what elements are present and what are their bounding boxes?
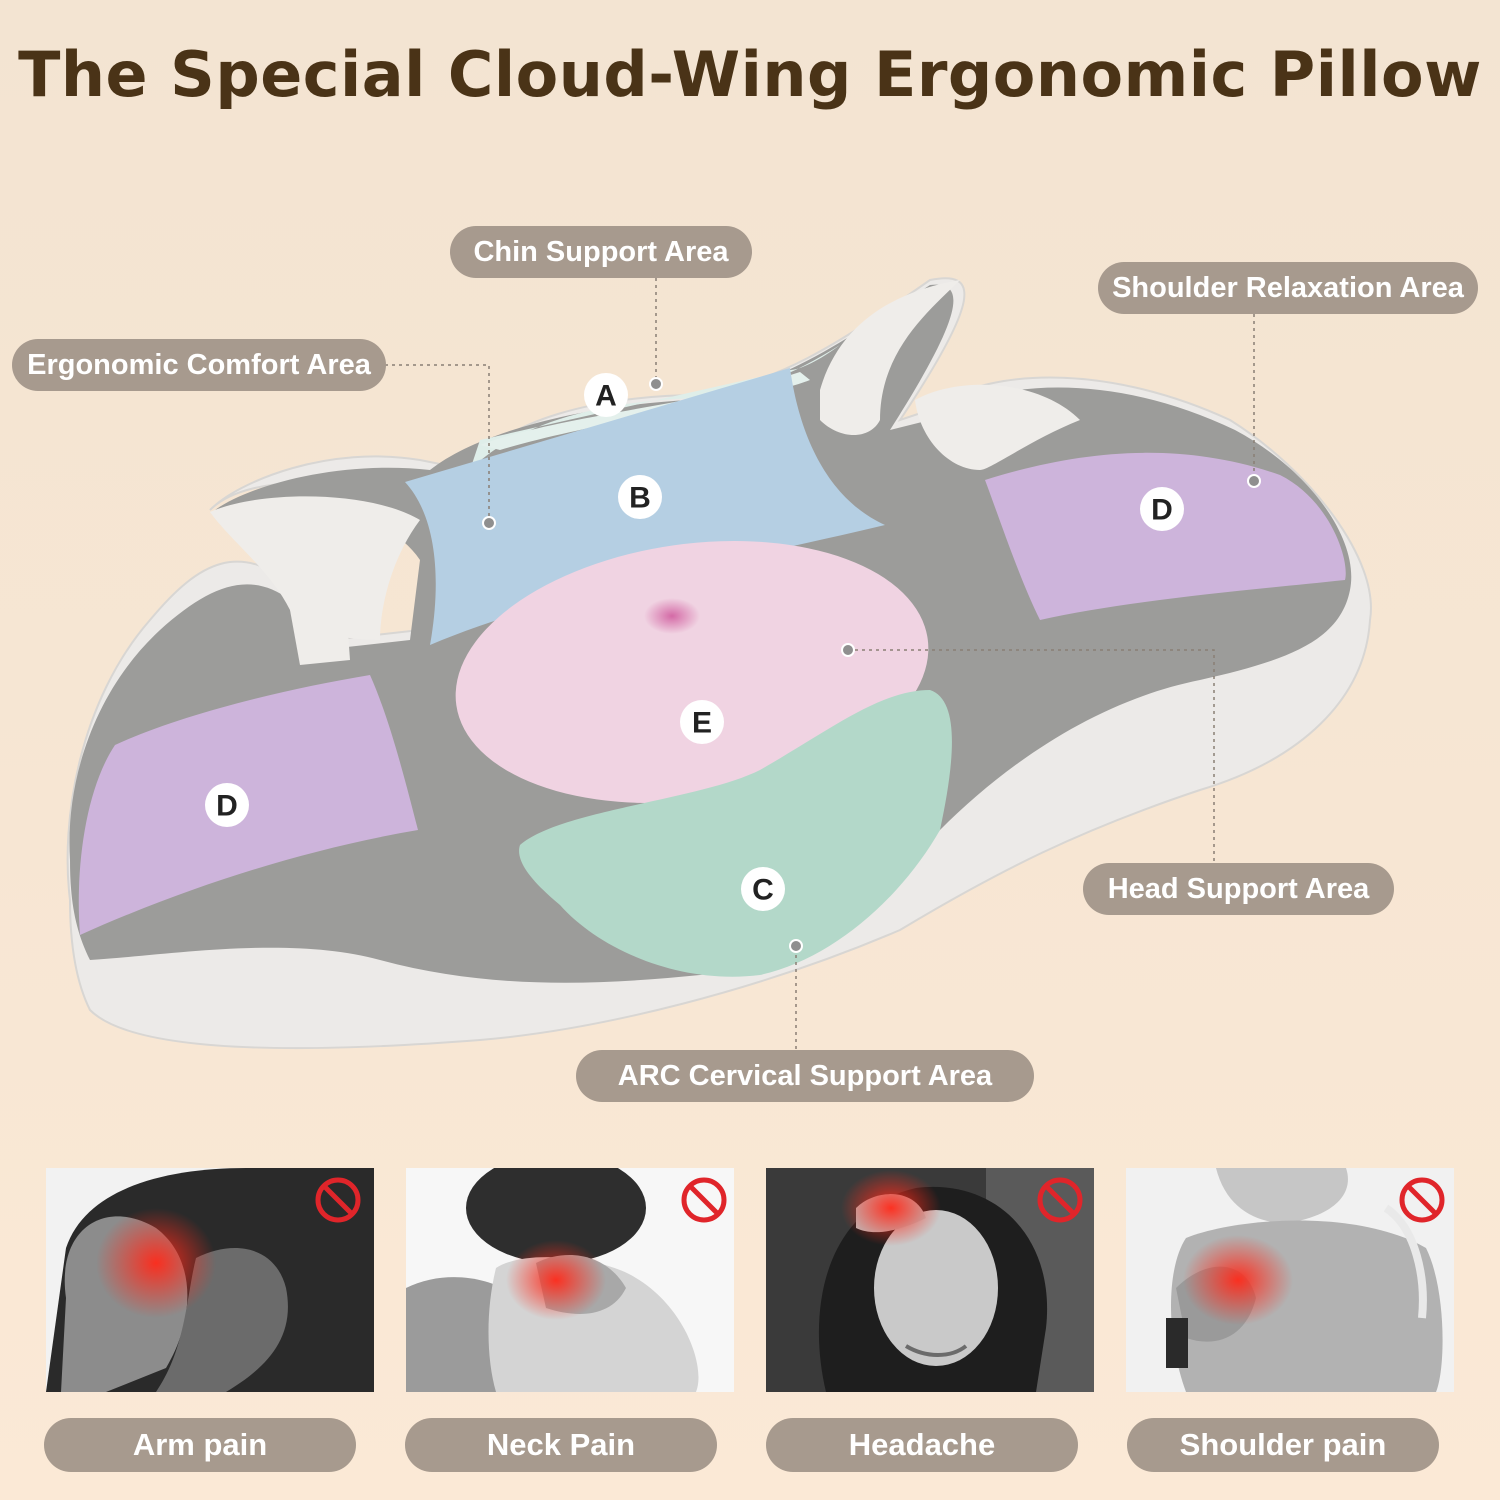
- label-ergonomic-comfort: Ergonomic Comfort Area: [12, 339, 386, 391]
- photo-headache: [766, 1168, 1094, 1392]
- anchor-dot-arc: [789, 939, 803, 953]
- marker-c: C: [741, 867, 785, 911]
- zone-d-right: [985, 452, 1346, 620]
- label-shoulder-relaxation: Shoulder Relaxation Area: [1098, 262, 1478, 314]
- zone-e-hole: [644, 598, 700, 634]
- marker-d-left-label: D: [216, 790, 238, 823]
- label-headache: Headache: [766, 1418, 1078, 1472]
- marker-d-right-label: D: [1151, 494, 1173, 527]
- anchor-dot-ergonomic: [482, 516, 496, 530]
- anchor-dot-head: [841, 643, 855, 657]
- photo-shoulder-pain: [1126, 1168, 1454, 1392]
- anchor-dot-shoulder-relax: [1247, 474, 1261, 488]
- marker-e-label: E: [692, 707, 712, 740]
- photo-neck-pain: [406, 1168, 734, 1392]
- wing-cutout-right: [915, 384, 1080, 470]
- zone-c: [519, 690, 952, 977]
- photo-arm-pain: [46, 1168, 374, 1392]
- marker-c-label: C: [752, 874, 774, 907]
- label-head-support: Head Support Area: [1083, 863, 1394, 915]
- marker-a-label: A: [595, 380, 617, 413]
- marker-e: E: [680, 700, 724, 744]
- anchor-dot-chin: [649, 377, 663, 391]
- marker-d-left: D: [205, 783, 249, 827]
- label-arm-pain: Arm pain: [44, 1418, 356, 1472]
- label-neck-pain: Neck Pain: [405, 1418, 717, 1472]
- marker-d-right: D: [1140, 487, 1184, 531]
- no-entry-icon: [1037, 1177, 1083, 1223]
- no-entry-icon: [1399, 1177, 1445, 1223]
- label-arc-cervical: ARC Cervical Support Area: [576, 1050, 1034, 1102]
- marker-b: B: [618, 475, 662, 519]
- pillow-diagram: A B D E D C: [66, 277, 1372, 1050]
- wing-cutout-left: [210, 496, 420, 640]
- marker-a: A: [584, 373, 628, 417]
- page-title: The Special Cloud-Wing Ergonomic Pillow: [18, 38, 1482, 111]
- wing-cutout-small: [290, 579, 350, 665]
- no-entry-icon: [681, 1177, 727, 1223]
- label-chin-support: Chin Support Area: [450, 226, 752, 278]
- no-entry-icon: [315, 1177, 361, 1223]
- label-shoulder-pain: Shoulder pain: [1127, 1418, 1439, 1472]
- marker-b-label: B: [629, 482, 651, 515]
- zone-e: [455, 540, 929, 804]
- wing-cutout-top: [820, 280, 960, 435]
- leader-head: [848, 649, 1215, 862]
